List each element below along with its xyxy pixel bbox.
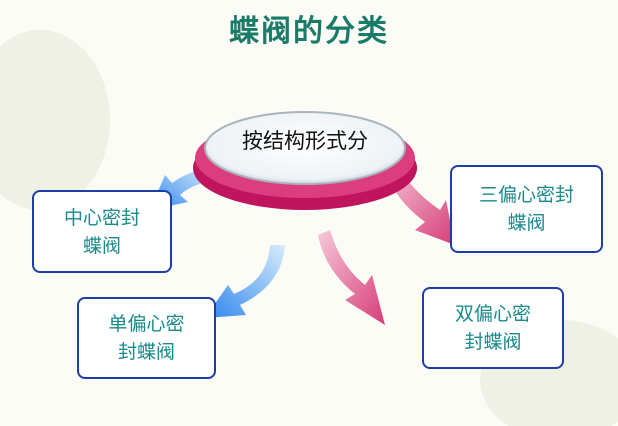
arrow-to-single-offset [205,245,285,318]
category-label: 中心密封蝶阀 [64,204,140,260]
category-box-double-offset: 双偏心密封蝶阀 [422,287,564,369]
category-label: 单偏心密封蝶阀 [108,310,184,366]
page-title: 蝶阀的分类 [229,14,389,49]
category-box-triple-offset: 三偏心密封蝶阀 [450,165,603,253]
arrow-to-double-offset [318,230,385,325]
category-box-single-offset: 单偏心密封蝶阀 [77,297,216,379]
category-label-line2: 封蝶阀 [464,331,522,353]
category-label-line2: 蝶阀 [507,212,546,234]
category-label-line1: 三偏心密封 [478,184,574,206]
category-label: 双偏心密封蝶阀 [455,300,531,356]
category-label-line1: 双偏心密 [454,303,531,325]
category-label-line2: 封蝶阀 [117,341,175,363]
category-box-center-seal: 中心密封蝶阀 [32,190,172,273]
category-label-line2: 蝶阀 [82,234,121,257]
disc-top [204,111,406,185]
category-label-line1: 中心密封 [63,206,140,229]
center-label: 按结构形式分 [242,129,368,153]
category-label: 三偏心密封蝶阀 [479,181,574,237]
category-label-line1: 单偏心密 [108,313,185,335]
